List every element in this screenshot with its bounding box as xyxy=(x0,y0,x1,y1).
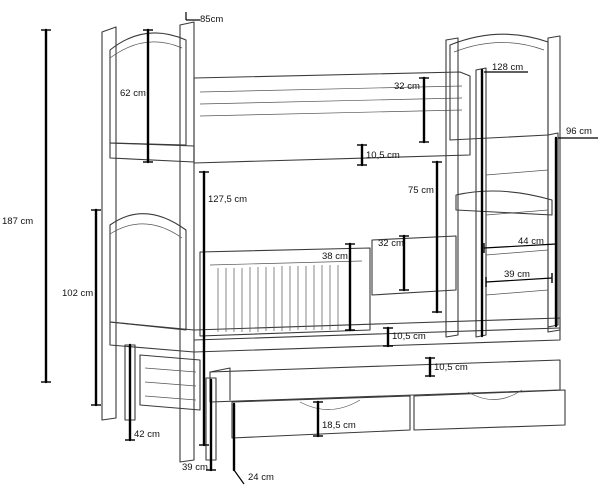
ladder-rail xyxy=(547,132,559,328)
lower-bed-frame xyxy=(109,317,561,353)
upper-right-headboard xyxy=(449,33,549,141)
label-post-width: 85cm xyxy=(200,14,223,25)
label-rail-depth: 75 cm xyxy=(408,185,434,196)
bunk-bed-drawing xyxy=(101,21,566,463)
dimension-lines xyxy=(41,12,598,485)
label-lower-bed-height: 102 cm xyxy=(62,288,93,299)
front-left-post xyxy=(179,21,195,463)
label-ladder-inner-width: 39 cm xyxy=(504,269,530,280)
upper-bed-frame xyxy=(193,71,471,164)
label-drawer-gap: 10,5 cm xyxy=(434,362,468,373)
label-upper-slat-gap: 10,5 cm xyxy=(366,150,400,161)
dimension-labels: 187 cm 102 cm 62 cm 85cm 128 cm 96 cm 32… xyxy=(2,14,592,483)
label-upper-bed-length: 128 cm xyxy=(492,62,523,73)
upper-headboard xyxy=(109,32,187,146)
trundle xyxy=(209,359,561,403)
label-lower-slat-gap: 10,5 cm xyxy=(392,331,426,342)
label-between-beds: 127,5 cm xyxy=(208,194,247,205)
label-leg-height: 42 cm xyxy=(134,429,160,440)
label-ladder-depth: 96 cm xyxy=(566,126,592,137)
label-drawer-depth: 24 cm xyxy=(248,472,274,483)
drawer-left xyxy=(231,395,411,439)
label-headboard-top: 62 cm xyxy=(120,88,146,99)
label-ladder-step-width: 44 cm xyxy=(518,236,544,247)
label-total-height: 187 cm xyxy=(2,216,33,227)
drawer-right xyxy=(413,389,566,431)
guard-rail xyxy=(199,247,371,337)
label-guard-height: 38 cm xyxy=(322,251,348,262)
label-drawer-height: 18,5 cm xyxy=(322,420,356,431)
lower-headboard xyxy=(109,213,187,331)
label-floor-clearance: 39 cm xyxy=(182,462,208,473)
label-upper-rail-height: 32 cm xyxy=(394,81,420,92)
label-lower-rail-height: 32 cm xyxy=(378,238,404,249)
ladder-rail xyxy=(475,67,487,338)
